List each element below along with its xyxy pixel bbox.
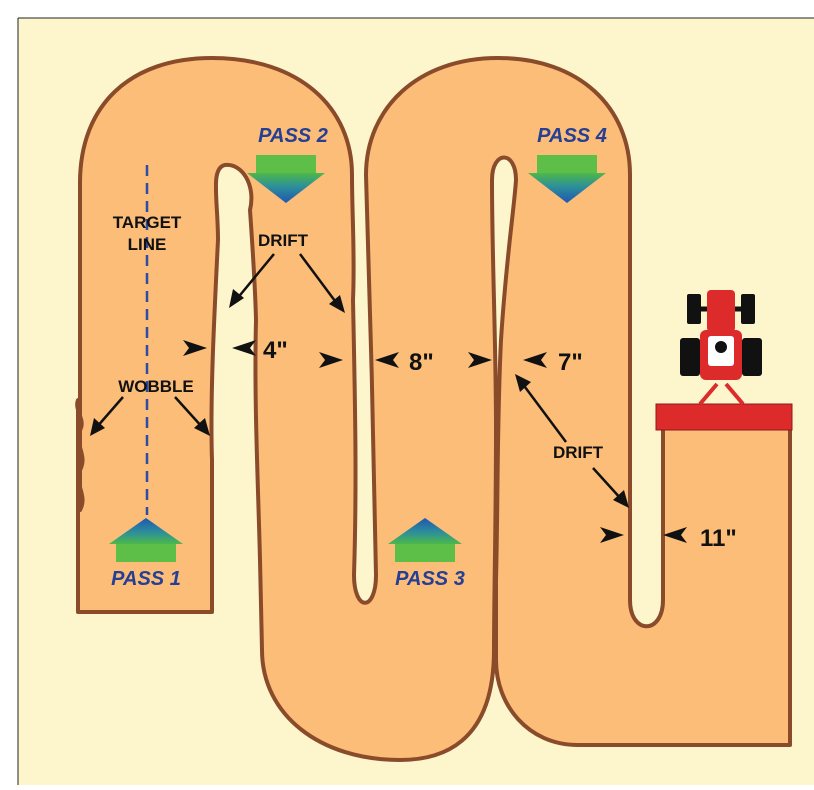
gap3-marker-right	[523, 352, 547, 368]
gap2-marker-right	[375, 352, 399, 368]
pass3-label: PASS 3	[395, 568, 465, 590]
drift-label-top: DRIFT	[258, 231, 309, 250]
gap4-marker-left	[600, 527, 624, 543]
pass2-arrow	[247, 155, 325, 203]
pass2-label: PASS 2	[258, 125, 328, 147]
gap2-value: 8"	[409, 349, 434, 376]
drift-arrow-top-right	[298, 253, 345, 313]
pass3-arrow	[388, 518, 462, 562]
wobble-label: WOBBLE	[118, 377, 194, 396]
drift-label-bottom: DRIFT	[553, 443, 604, 462]
swath-path	[75, 56, 792, 762]
wobble-arrow-left	[90, 396, 124, 436]
gap3-marker-left	[468, 352, 492, 368]
gap1-marker-right	[232, 340, 256, 356]
pass4-label: PASS 4	[537, 125, 607, 147]
drift-arrow-top-left	[229, 253, 275, 308]
tractor	[655, 290, 793, 431]
drift-arrow-bottom-up	[515, 374, 568, 443]
wobble-arrow-right	[174, 396, 210, 436]
gap1-marker-left	[183, 340, 207, 356]
gap4-value: 11"	[700, 525, 737, 552]
drift-arrow-bottom-down	[592, 467, 629, 508]
target-line-label-top: TARGET	[113, 213, 182, 232]
pass1-arrow	[109, 518, 183, 562]
gap3-value: 7"	[558, 349, 583, 376]
pass1-label: PASS 1	[111, 568, 181, 590]
pass4-arrow	[528, 155, 606, 203]
gap4-marker-right	[663, 527, 687, 543]
gap1-value: 4"	[263, 337, 288, 364]
target-line-label-bottom: LINE	[128, 235, 167, 254]
gap2-marker-left	[319, 352, 343, 368]
implement-bar	[655, 403, 793, 431]
